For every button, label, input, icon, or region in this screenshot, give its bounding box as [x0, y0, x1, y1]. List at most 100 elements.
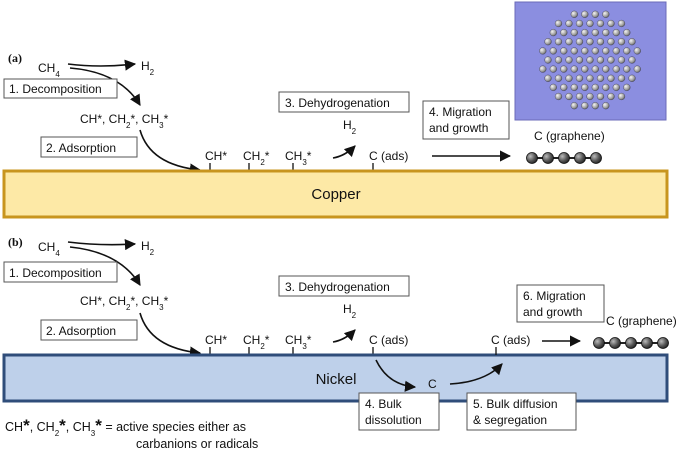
lattice-atom — [602, 102, 610, 110]
lattice-atom — [617, 74, 626, 82]
methane-label: CH4 — [38, 240, 60, 258]
panel-b: (b) CH4 H2 1. Decomposition CH*, CH2*, C… — [2, 235, 677, 431]
step5-label-2: & segregation — [473, 413, 547, 427]
lattice-atom — [586, 38, 594, 46]
lattice-atom — [623, 28, 631, 37]
graphene-label: C (graphene) — [606, 314, 677, 328]
lattice-atom — [560, 65, 568, 73]
lattice-atom — [544, 56, 552, 64]
species-line: CH*, CH2*, CH3* — [80, 294, 169, 312]
lattice-atom — [565, 38, 573, 46]
lattice-atom — [565, 56, 573, 64]
step4-box — [358, 392, 440, 431]
panel-a: (a) CH4 H2 1. Decomposition CH*, CH2*, C… — [2, 1, 669, 219]
lattice-atom — [581, 83, 589, 92]
lattice-atom — [602, 65, 610, 73]
lattice-atom — [607, 19, 615, 28]
nickel-label: Nickel — [316, 371, 357, 388]
lattice-atom — [586, 74, 594, 82]
lattice-atom — [554, 56, 563, 64]
lattice-atom — [570, 28, 578, 37]
decomposition-arrow-species — [69, 246, 141, 286]
lattice-atom — [607, 74, 615, 82]
lattice-atom — [596, 19, 605, 28]
lattice-atom — [544, 74, 552, 82]
surface-ch3: CH3* — [285, 333, 312, 351]
lattice-atom — [596, 56, 605, 64]
lattice-atom — [602, 28, 610, 37]
lattice-atom — [596, 74, 605, 82]
lattice-atom — [549, 83, 557, 92]
lattice-atom — [628, 74, 636, 82]
surface-ch2: CH2* — [243, 333, 270, 351]
copper-substrate — [2, 169, 669, 219]
step5-box — [466, 392, 577, 431]
lattice-atom — [565, 19, 573, 28]
step4-label-2: and growth — [429, 121, 488, 135]
lattice-atom — [617, 19, 626, 28]
step4-box — [422, 100, 510, 140]
lattice-atom — [549, 47, 557, 55]
lattice-atom — [607, 56, 615, 64]
surface-ch2: CH2* — [243, 149, 270, 167]
h2-release-label: H2 — [343, 302, 357, 320]
footnote: CH*, CH2*, CH3* = active species either … — [5, 416, 258, 451]
graphene-lattice-inset — [514, 1, 667, 121]
lattice-atom — [581, 47, 589, 55]
lattice-atom — [591, 28, 599, 37]
lattice-atom — [581, 28, 589, 37]
lattice-atom — [575, 19, 584, 28]
lattice-atom — [591, 47, 599, 55]
bulk-diffusion-arrow — [449, 363, 503, 385]
footnote-line2: carbanions or radicals — [136, 437, 258, 451]
step4-label-2: dissolution — [365, 413, 422, 427]
graphene-label: C (graphene) — [534, 129, 605, 143]
footnote-species: CH*, CH2*, CH3* = active species either … — [5, 416, 246, 438]
step1-box — [3, 261, 118, 283]
step3-label: 3. Dehydrogenation — [285, 280, 390, 294]
lattice-atom — [560, 83, 568, 92]
lattice-atom — [628, 38, 636, 46]
lattice-atom — [581, 65, 589, 73]
lattice-atom — [612, 28, 620, 37]
decomposition-arrow-h2 — [67, 59, 137, 71]
lattice-atom — [596, 38, 605, 46]
c-ads-label-2: C (ads) — [491, 333, 530, 347]
lattice-atom — [570, 47, 578, 55]
lattice-atom — [575, 38, 584, 46]
adsorption-arrow — [139, 312, 202, 358]
adsorption-arrow — [139, 129, 202, 175]
lattice-atom — [607, 92, 615, 101]
lattice-atom — [586, 19, 594, 28]
lattice-atom — [581, 102, 589, 110]
step2-box — [40, 319, 138, 341]
species-line: CH*, CH2*, CH3* — [80, 112, 169, 130]
step5-label-1: 5. Bulk diffusion — [473, 397, 558, 411]
lattice-atom — [633, 47, 641, 55]
lattice-atom — [560, 47, 568, 55]
step1-label: 1. Decomposition — [9, 266, 102, 280]
step2-label: 2. Adsorption — [46, 141, 116, 155]
lattice-atom — [612, 65, 620, 73]
copper-label: Copper — [311, 186, 360, 203]
graphene-chain — [593, 337, 669, 349]
lattice-atom — [623, 83, 631, 92]
step1-box — [3, 78, 118, 99]
lattice-atom — [586, 92, 594, 101]
lattice-atom — [554, 38, 563, 46]
lattice-atom — [549, 65, 557, 73]
c-ads-label: C (ads) — [369, 333, 408, 347]
lattice-atom — [554, 19, 563, 28]
c-bulk-label: C — [428, 377, 437, 391]
lattice-atom — [602, 10, 610, 18]
lattice-atom — [575, 56, 584, 64]
lattice-atom — [591, 10, 599, 18]
lattice-atom — [628, 56, 636, 64]
graphene-chain — [526, 152, 602, 164]
lattice-atom — [591, 65, 599, 73]
lattice-atom — [539, 65, 547, 73]
lattice-atom — [581, 10, 589, 18]
lattice-atom — [575, 74, 584, 82]
lattice-atom — [560, 28, 568, 37]
